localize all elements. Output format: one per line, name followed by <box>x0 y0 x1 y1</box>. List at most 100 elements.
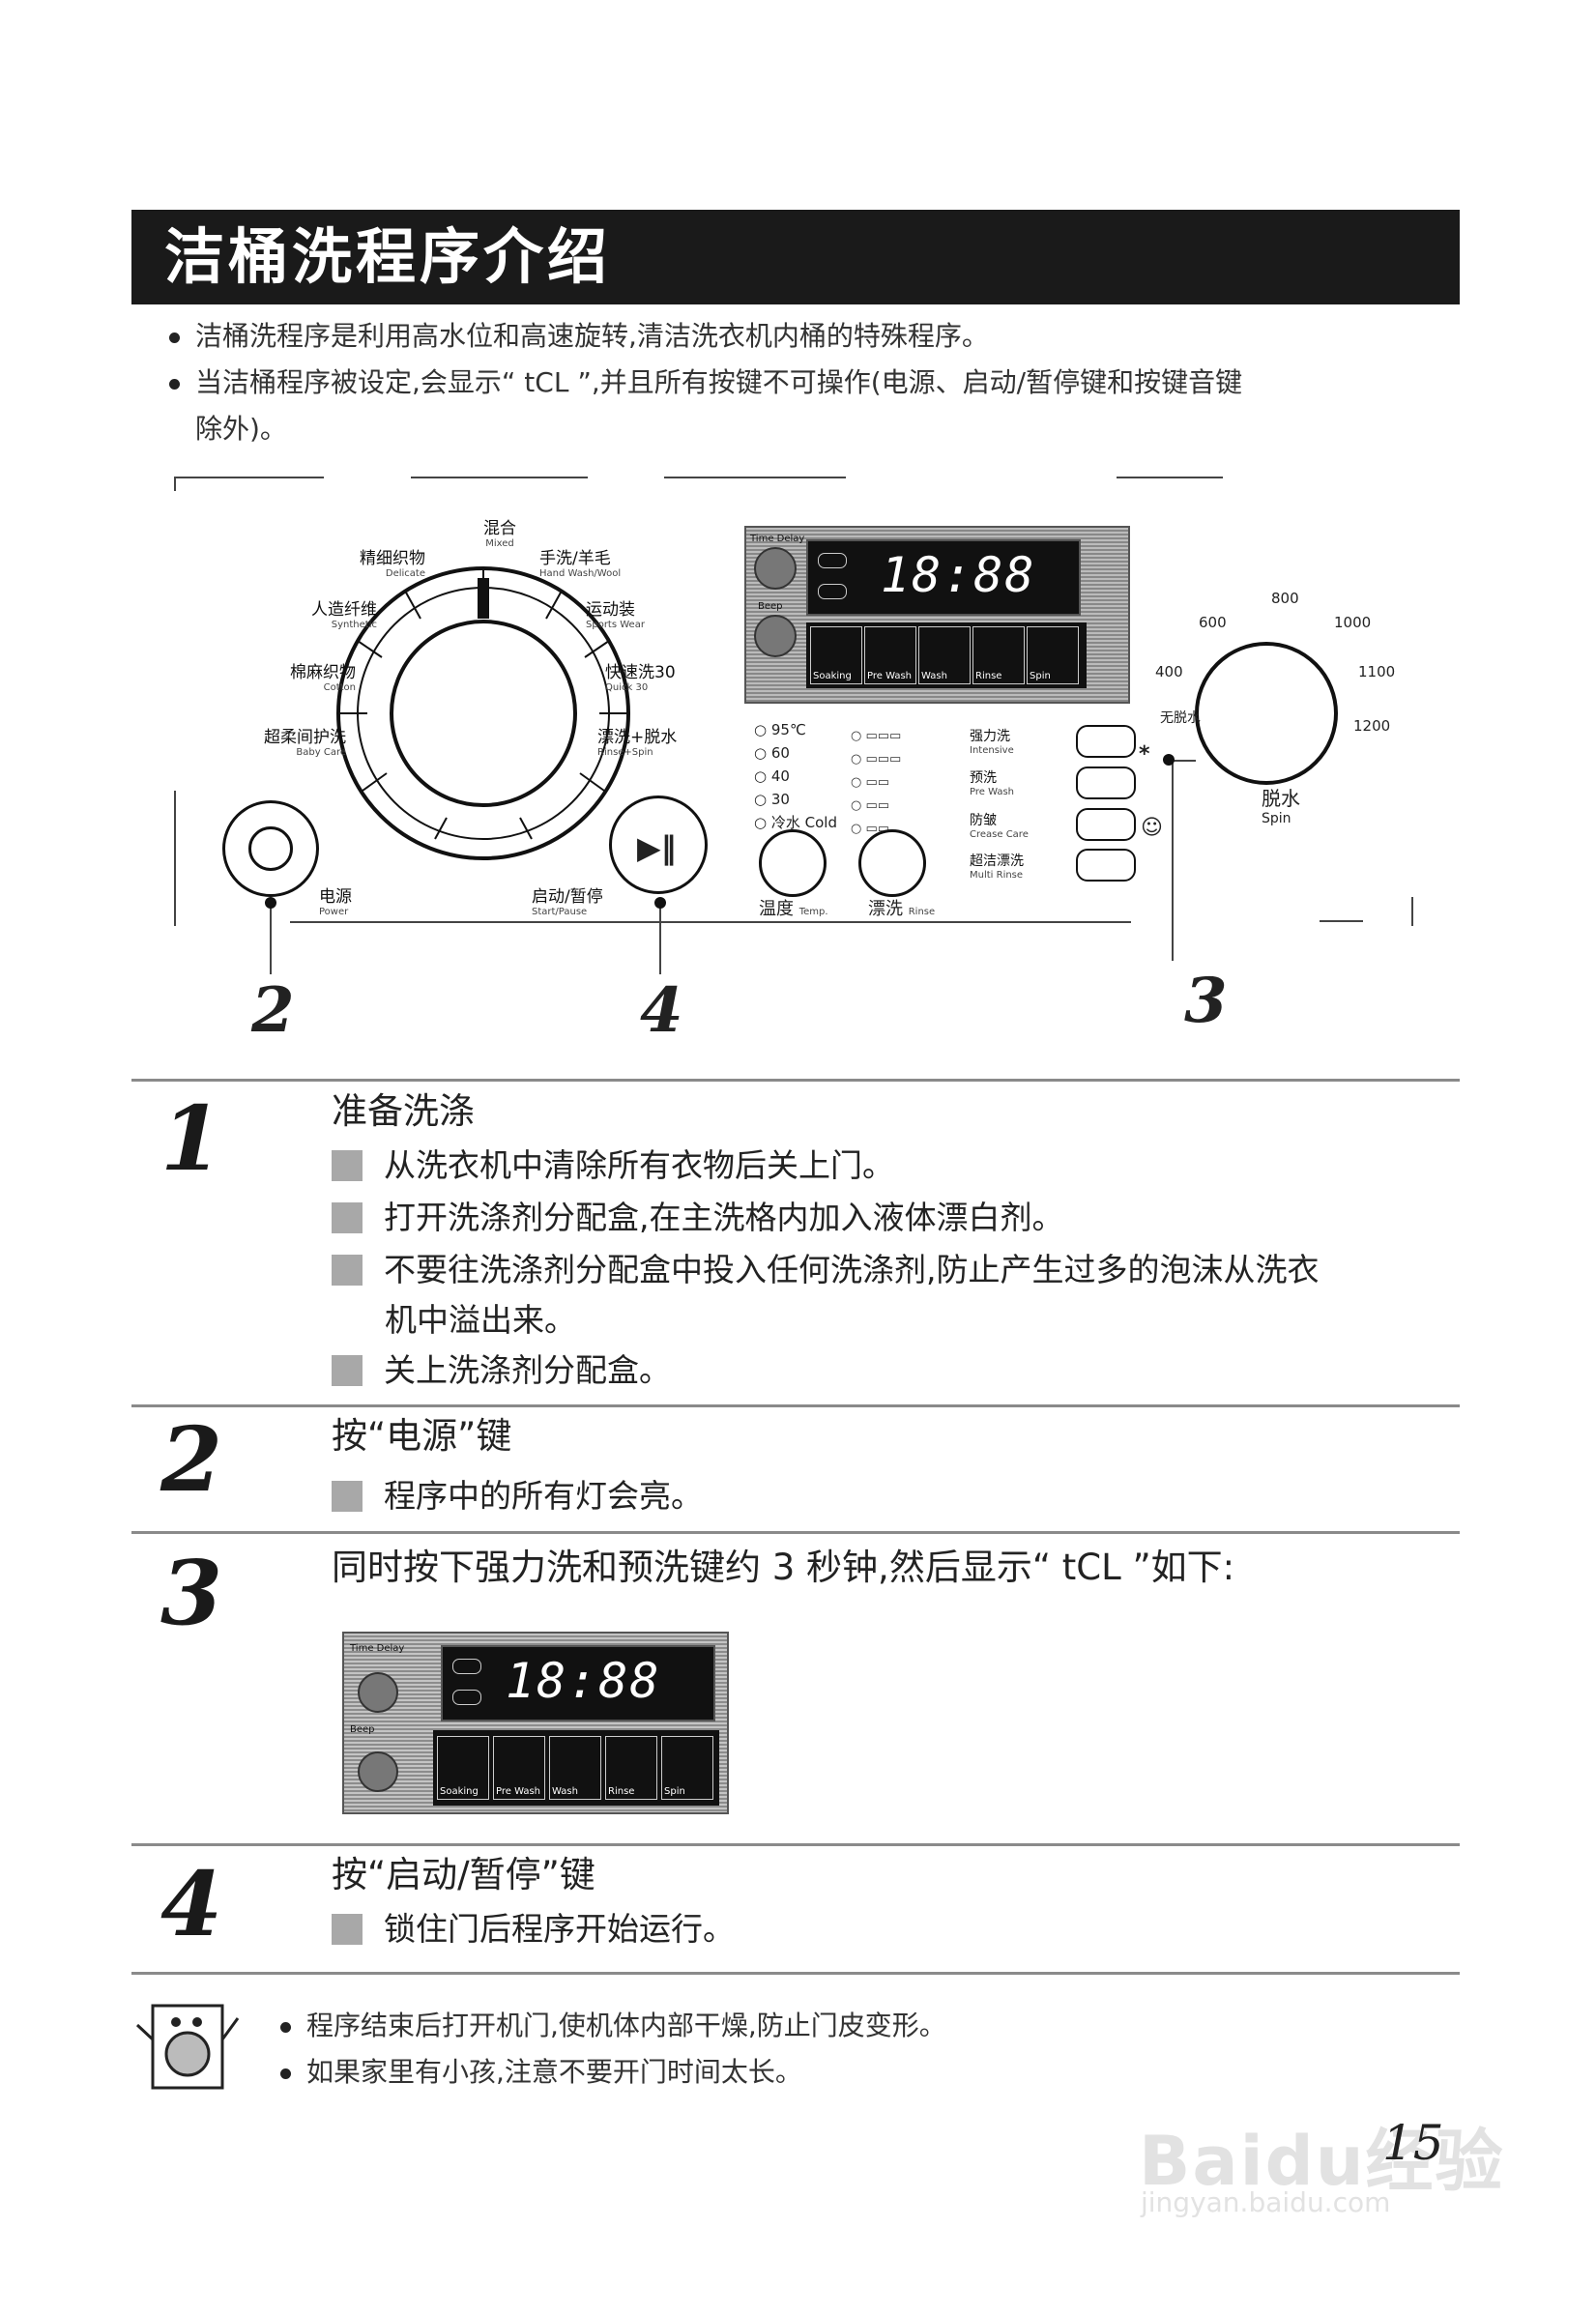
page-title: 洁桶洗程序介绍 <box>164 221 612 292</box>
spin-1100: 1100 <box>1358 663 1396 680</box>
multi-rinse-button[interactable] <box>1076 849 1136 882</box>
step-4-item-1: 锁住门后程序开始运行。 <box>332 1904 1463 1954</box>
lcd-digits: 18:88 <box>506 1653 661 1709</box>
note-1: 程序结束后打开机门,使机体内部干燥,防止门皮变形。 <box>280 2003 946 2049</box>
step-2-item-1: 程序中的所有灯会亮。 <box>332 1471 1463 1521</box>
divider <box>131 1972 1460 1975</box>
step-1-item-4: 关上洗涤剂分配盒。 <box>332 1345 1463 1396</box>
wash-button[interactable]: Wash <box>549 1736 601 1800</box>
divider <box>131 1079 1460 1082</box>
divider <box>131 1404 1460 1407</box>
spin-800: 800 <box>1271 590 1299 607</box>
spin-dial[interactable] <box>1170 617 1363 810</box>
washing-machine-mascot-icon <box>135 2004 240 2090</box>
step-2-title: 按“电源”键 <box>332 1415 512 1457</box>
rinse-count-list: ○ ▭▭▭○ ▭▭▭○ ▭▭○ ▭▭○ ▭▭ <box>851 729 902 836</box>
wash-button[interactable]: Wash <box>918 626 971 684</box>
display-module-small: Time Delay Beep 18:88 Soaking Pre Wash W… <box>342 1632 729 1814</box>
spin-400: 400 <box>1155 663 1183 680</box>
temperature-label: 温度 Temp. <box>759 899 828 919</box>
power-button[interactable] <box>222 800 319 897</box>
page-number: 15 <box>1382 2115 1444 2171</box>
step-1-item-3-cont: 机中溢出来。 <box>385 1301 576 1339</box>
intensive-button[interactable] <box>1076 725 1136 758</box>
rinse-button[interactable]: Rinse <box>605 1736 657 1800</box>
time-delay-button[interactable] <box>754 547 797 590</box>
lcd-screen: 18:88 <box>441 1645 715 1721</box>
step-4-title: 按“启动/暂停”键 <box>332 1854 595 1895</box>
temp-30[interactable]: ○ 30 <box>754 791 790 808</box>
beep-button[interactable] <box>754 615 797 657</box>
spin-1200: 1200 <box>1353 717 1391 735</box>
step-3-title: 同时按下强力洗和预洗键约 3 秒钟,然后显示“ tCL ”如下: <box>332 1547 1235 1588</box>
callout-2: 2 <box>251 974 295 1047</box>
temp-60[interactable]: ○ 60 <box>754 744 790 762</box>
lcd-digits: 18:88 <box>881 547 1036 603</box>
watermark-url: jingyan.baidu.com <box>1141 2186 1391 2218</box>
start-pause-button[interactable]: ▶‖ <box>609 795 708 894</box>
function-button-row: Soaking Pre Wash Wash Rinse Spin <box>806 622 1087 688</box>
prewash-option-button[interactable] <box>1076 767 1136 799</box>
intro-line-3: 除外)。 <box>195 413 287 445</box>
program-dial[interactable] <box>319 549 648 878</box>
function-button-row: Soaking Pre Wash Wash Rinse Spin <box>433 1730 719 1806</box>
temp-40[interactable]: ○ 40 <box>754 767 790 785</box>
prewash-button[interactable]: Pre Wash <box>864 626 916 684</box>
bullet-icon <box>169 378 180 390</box>
temp-cold[interactable]: ○ 冷水 Cold <box>754 814 837 831</box>
prewash-button[interactable]: Pre Wash <box>493 1736 545 1800</box>
child-lock-icon: ☺ <box>1141 816 1163 840</box>
step-number-1: 1 <box>160 1086 223 1191</box>
temperature-knob[interactable] <box>759 829 827 897</box>
bullet-icon <box>280 2021 291 2033</box>
temp-95[interactable]: ○ 95℃ <box>754 721 806 738</box>
divider <box>131 1843 1460 1846</box>
step-number-4: 4 <box>160 1852 223 1956</box>
temperature-list: ○ 95℃ ○ 60 ○ 40 ○ 30 ○ 冷水 Cold <box>754 718 837 834</box>
step-number-3: 3 <box>160 1541 223 1645</box>
play-pause-icon: ▶‖ <box>637 829 677 866</box>
lcd-screen: 18:88 <box>806 539 1081 616</box>
crease-care-button[interactable] <box>1076 808 1136 841</box>
no-spin-label: 无脱水 <box>1160 710 1201 726</box>
bullet-icon <box>169 332 180 343</box>
spin-button[interactable]: Spin <box>1027 626 1079 684</box>
divider <box>131 1531 1460 1534</box>
title-bar <box>131 210 1460 304</box>
callout-4: 4 <box>640 974 683 1047</box>
rinse-button[interactable]: Rinse <box>972 626 1025 684</box>
spin-button[interactable]: Spin <box>661 1736 713 1800</box>
intro-line-1: 洁桶洗程序是利用高水位和高速旋转,清洁洗衣机内桶的特殊程序。 <box>169 313 989 360</box>
step-1-item-2: 打开洗涤剂分配盒,在主洗格内加入液体漂白剂。 <box>332 1193 1463 1243</box>
soaking-button[interactable]: Soaking <box>810 626 862 684</box>
watermark-logo: Baidu经验 <box>1139 2122 1505 2201</box>
soaking-button[interactable]: Soaking <box>437 1736 489 1800</box>
step-1-title: 准备洗涤 <box>332 1090 475 1132</box>
power-icon <box>248 826 293 871</box>
spin-1000: 1000 <box>1334 614 1372 631</box>
bullet-icon <box>280 2068 291 2079</box>
spin-600: 600 <box>1199 614 1227 631</box>
rinse-knob[interactable] <box>858 829 926 897</box>
callout-3: 3 <box>1184 965 1228 1037</box>
step-1-item-1: 从洗衣机中清除所有衣物后关上门。 <box>332 1141 1463 1191</box>
note-2: 如果家里有小孩,注意不要开门时间太长。 <box>280 2049 802 2096</box>
beep-button[interactable] <box>358 1751 398 1792</box>
time-delay-button[interactable] <box>358 1672 398 1713</box>
